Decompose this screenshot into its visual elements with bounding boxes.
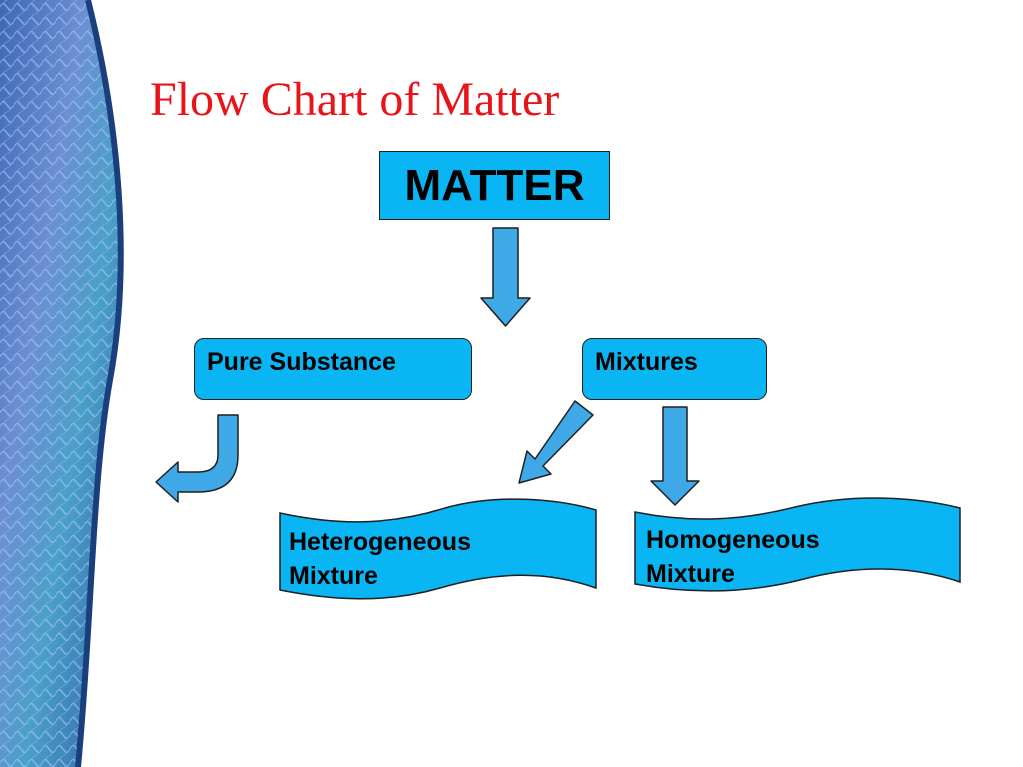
- pure-substance-box: Pure Substance: [194, 338, 472, 400]
- down-arrow-icon: [480, 227, 531, 327]
- matter-box: MATTER: [379, 151, 610, 220]
- heterogeneous-label-line2: Mixture: [289, 562, 378, 590]
- mixtures-box: Mixtures: [582, 338, 767, 400]
- diagonal-arrow-icon: [518, 400, 594, 484]
- heterogeneous-label-line1: Heterogeneous: [289, 528, 471, 556]
- homogeneous-label-line1: Homogeneous: [646, 526, 820, 554]
- homogeneous-mixture-shape: [634, 497, 961, 592]
- decorative-side-texture: [0, 0, 124, 767]
- down-arrow-icon: [650, 406, 700, 506]
- heterogeneous-mixture-shape: [279, 498, 597, 600]
- slide-title: Flow Chart of Matter: [150, 73, 560, 126]
- homogeneous-label-line2: Mixture: [646, 560, 735, 588]
- curved-left-arrow-icon: [155, 414, 239, 503]
